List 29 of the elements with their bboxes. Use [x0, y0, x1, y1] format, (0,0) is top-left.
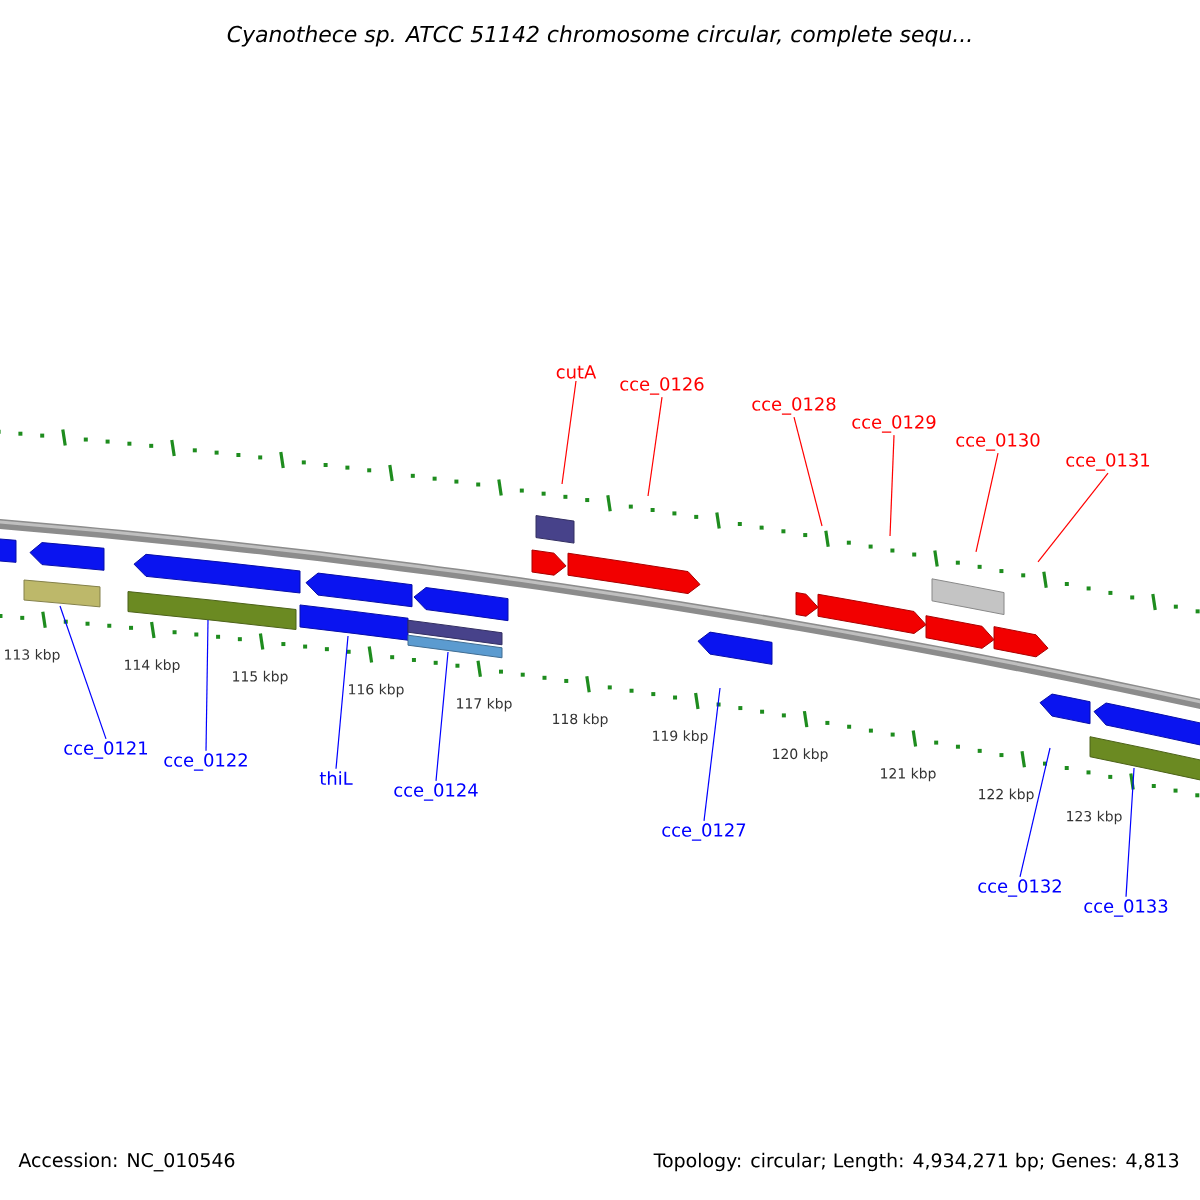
gene-label: cce_0128: [752, 397, 836, 415]
gene-label: cce_0127: [662, 823, 746, 841]
gene-label: cce_0122: [164, 753, 247, 771]
footer-text: Topology: circular; Length: 4,934,271 bp; Genes: 4,813: [653, 1152, 1179, 1172]
gene-label: cutA: [556, 365, 597, 379]
gene-label: cce_0129: [852, 415, 936, 433]
leader-line: [889, 434, 895, 537]
leader-line: [1125, 767, 1135, 898]
leader-line: [793, 416, 823, 527]
leader-line: [647, 396, 663, 497]
gene-label: cce_0124: [394, 783, 478, 801]
leader-line: [703, 687, 721, 822]
title: Cyanothece sp. ATCC 51142 chromosome circular, complete sequ...: [227, 25, 971, 47]
gene-label: thiL: [319, 771, 353, 785]
gene-label: cce_0133: [1084, 899, 1168, 917]
gene-label: cce_0132: [978, 879, 1061, 897]
leader-line: [335, 635, 349, 770]
leader-line: [59, 605, 107, 740]
gene-label: cce_0130: [956, 433, 1040, 451]
footer-text: Accession: NC_010546: [18, 1152, 235, 1172]
gene-label: cce_0126: [620, 377, 704, 395]
leader-line: [1037, 472, 1109, 563]
gene-label: cce_0131: [1066, 453, 1150, 471]
leader-line: [561, 380, 577, 485]
leader-line: [205, 619, 209, 752]
gene-label: cce_0121: [64, 741, 147, 759]
leader-line: [1019, 747, 1051, 878]
leader-line: [975, 452, 999, 553]
leader-line: [435, 651, 449, 782]
